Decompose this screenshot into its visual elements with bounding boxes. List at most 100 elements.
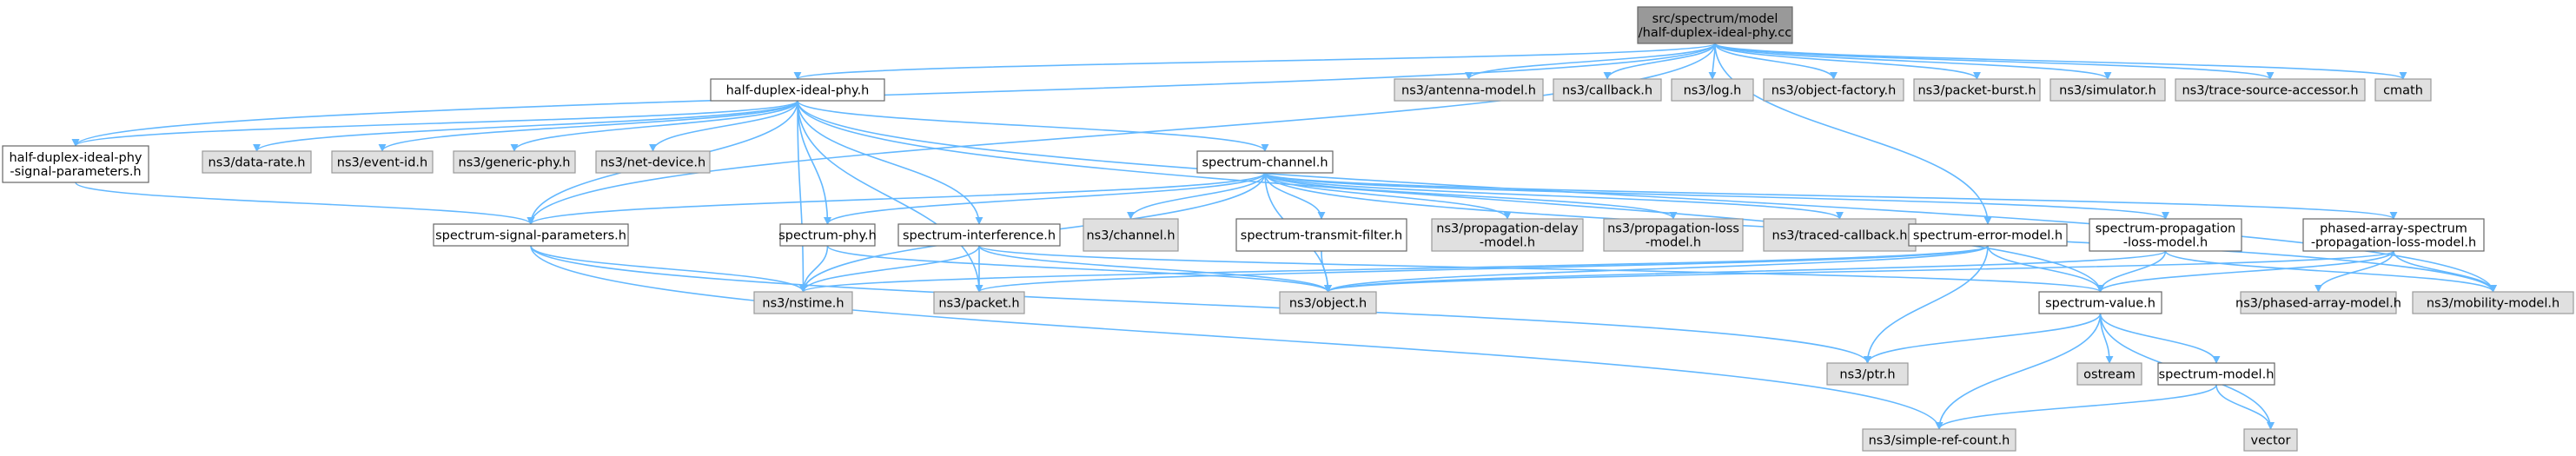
node-simpleref: ns3/simple-ref-count.h xyxy=(1862,428,2016,452)
edge-hdphy-to-netdev xyxy=(649,100,798,152)
edge-specchan-to-txfilter xyxy=(1264,172,1326,220)
edge-hdphy-to-specphy xyxy=(797,100,831,225)
node-box-specprop[interactable] xyxy=(2089,218,2242,252)
node-label-tracedcb-line-0: ns3/traced-callback.h xyxy=(1772,229,1908,243)
node-vector: vector xyxy=(2243,428,2298,452)
edge-hdphy-to-packet xyxy=(797,100,983,293)
node-channel: ns3/channel.h xyxy=(1083,218,1179,252)
node-box-hdphy[interactable] xyxy=(710,78,885,102)
node-label-sigparams-line-0: half-duplex-ideal-phy xyxy=(9,151,142,165)
node-sigparams[interactable]: half-duplex-ideal-phy-signal-parameters.… xyxy=(2,145,149,183)
node-box-mobility xyxy=(2412,291,2574,314)
node-box-specint[interactable] xyxy=(897,223,1061,247)
edge-specchan-to-phased xyxy=(1264,172,2398,220)
node-cmath: cmath xyxy=(2374,78,2432,102)
node-box-sigparams[interactable] xyxy=(2,145,149,183)
node-txfilter[interactable]: spectrum-transmit-filter.h xyxy=(1235,218,1407,252)
node-nstime: ns3/nstime.h xyxy=(753,291,853,314)
node-label-eventid-line-0: ns3/event-id.h xyxy=(337,156,427,170)
node-label-specsig-line-0: spectrum-signal-parameters.h xyxy=(435,229,626,243)
node-label-specmodel-line-0: spectrum-model.h xyxy=(2159,368,2275,382)
edge-root-to-specsig xyxy=(526,43,1716,225)
node-specmodel[interactable]: spectrum-model.h xyxy=(2157,362,2275,386)
node-label-root-line-1: /half-duplex-ideal-phy.cc xyxy=(1639,26,1791,40)
node-box-root[interactable] xyxy=(1637,6,1793,44)
node-specphy[interactable]: spectrum-phy.h xyxy=(778,223,877,247)
node-label-specprop-line-0: spectrum-propagation xyxy=(2096,222,2236,236)
edge-root-to-tracesrc xyxy=(1714,43,2275,80)
node-label-channel-line-0: ns3/channel.h xyxy=(1086,229,1175,243)
node-box-phased[interactable] xyxy=(2302,218,2485,252)
node-label-packet-line-0: ns3/packet.h xyxy=(938,297,1019,311)
node-box-specval[interactable] xyxy=(2038,291,2162,314)
node-label-cmath-line-0: cmath xyxy=(2383,84,2423,98)
node-box-object xyxy=(1279,291,1377,314)
edge-sigparams-to-specsig xyxy=(75,182,535,225)
node-label-object-line-0: ns3/object.h xyxy=(1289,297,1367,311)
node-label-txfilter-line-0: spectrum-transmit-filter.h xyxy=(1241,229,1402,243)
node-box-simpleref xyxy=(1862,428,2016,452)
node-log: ns3/log.h xyxy=(1671,78,1754,102)
node-label-hdphy-line-0: half-duplex-ideal-phy.h xyxy=(726,84,870,98)
edge-specerr-to-packet xyxy=(975,245,1989,293)
edge-specint-to-object xyxy=(978,245,1332,293)
node-box-packetburst xyxy=(1913,78,2041,102)
node-box-specphy[interactable] xyxy=(779,223,876,247)
edge-phased-to-phasedmodel xyxy=(2314,250,2394,293)
node-box-proploss xyxy=(1603,218,1744,252)
node-box-ptr xyxy=(1826,362,1909,386)
node-box-specchan[interactable] xyxy=(1196,150,1334,174)
edge-specint-to-nstime xyxy=(799,245,980,293)
node-box-cmath xyxy=(2374,78,2432,102)
node-ptr: ns3/ptr.h xyxy=(1826,362,1909,386)
edge-specerr-to-specval xyxy=(1987,245,2104,293)
node-specchan[interactable]: spectrum-channel.h xyxy=(1196,150,1334,174)
edge-hdphy-to-mobility xyxy=(797,100,2497,293)
node-label-simulator-line-0: ns3/simulator.h xyxy=(2059,84,2156,98)
edge-specval-to-ptr xyxy=(1864,313,2102,364)
edge-specprop-to-object xyxy=(1324,250,2167,293)
edge-hdphy-to-genphy xyxy=(510,100,798,152)
node-propdelay: ns3/propagation-delay-model.h xyxy=(1431,218,1584,252)
node-specprop[interactable]: spectrum-propagation-loss-model.h xyxy=(2089,218,2242,252)
node-datarate: ns3/data-rate.h xyxy=(202,150,312,174)
node-box-specerr[interactable] xyxy=(1908,223,2068,247)
node-label-simpleref-line-0: ns3/simple-ref-count.h xyxy=(1869,434,2010,448)
node-eventid: ns3/event-id.h xyxy=(331,150,434,174)
node-object: ns3/object.h xyxy=(1279,291,1377,314)
edge-specval-to-specmodel xyxy=(2099,313,2221,364)
node-label-specerr-line-0: spectrum-error-model.h xyxy=(1913,229,2063,243)
node-box-eventid xyxy=(331,150,434,174)
node-specerr[interactable]: spectrum-error-model.h xyxy=(1908,223,2068,247)
node-box-channel xyxy=(1083,218,1179,252)
node-box-datarate xyxy=(202,150,312,174)
node-objfactory: ns3/object-factory.h xyxy=(1763,78,1904,102)
edge-root-to-objfactory xyxy=(1714,43,1838,80)
node-specsig[interactable]: spectrum-signal-parameters.h xyxy=(433,223,629,247)
node-box-genphy xyxy=(453,150,576,174)
node-packet: ns3/packet.h xyxy=(933,291,1025,314)
edge-specint-to-specval xyxy=(978,245,2104,293)
node-box-ostream xyxy=(2076,362,2142,386)
node-label-antenna-line-0: ns3/antenna-model.h xyxy=(1401,84,1536,98)
node-specval[interactable]: spectrum-value.h xyxy=(2038,291,2162,314)
node-specint[interactable]: spectrum-interference.h xyxy=(897,223,1061,247)
node-proploss: ns3/propagation-loss-model.h xyxy=(1603,218,1744,252)
node-box-specsig[interactable] xyxy=(433,223,629,247)
node-root[interactable]: src/spectrum/model/half-duplex-ideal-phy… xyxy=(1637,6,1793,44)
edge-root-to-hdphy xyxy=(793,43,1716,80)
node-tracedcb: ns3/traced-callback.h xyxy=(1763,218,1917,252)
edge-specerr-to-nstime xyxy=(799,245,1989,293)
node-label-specprop-line-1: -loss-model.h xyxy=(2123,236,2208,250)
node-box-specmodel[interactable] xyxy=(2157,362,2275,386)
node-label-objfactory-line-0: ns3/object-factory.h xyxy=(1771,84,1897,98)
node-box-objfactory xyxy=(1763,78,1904,102)
node-box-txfilter[interactable] xyxy=(1235,218,1407,252)
node-box-antenna xyxy=(1394,78,1544,102)
node-tracesrc: ns3/trace-source-accessor.h xyxy=(2175,78,2366,102)
node-hdphy[interactable]: half-duplex-ideal-phy.h xyxy=(710,78,885,102)
node-box-nstime xyxy=(753,291,853,314)
node-phased[interactable]: phased-array-spectrum-propagation-loss-m… xyxy=(2302,218,2485,252)
edge-hdphy-to-nstime xyxy=(797,100,807,293)
file-nodes: src/spectrum/model/half-duplex-ideal-phy… xyxy=(2,6,2574,452)
